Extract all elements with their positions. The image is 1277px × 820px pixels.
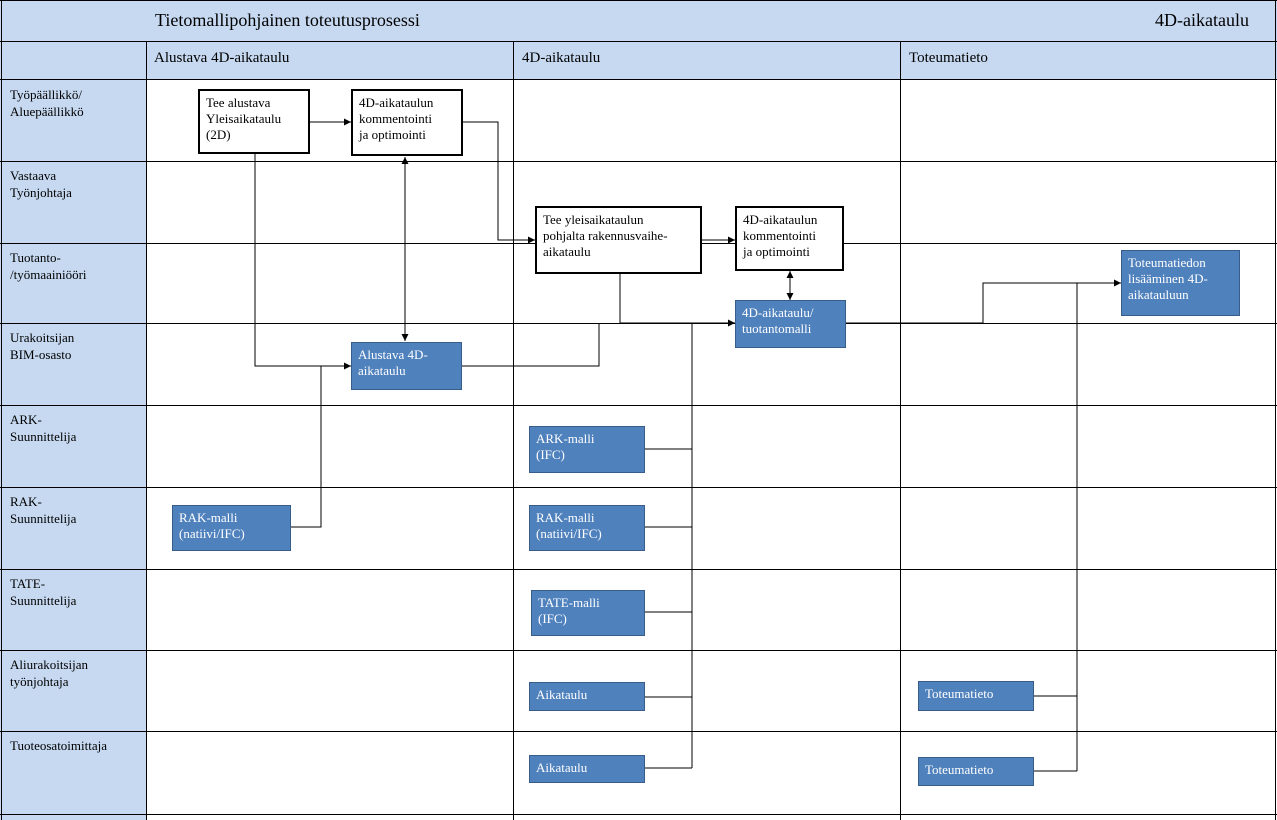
lane-label: ARK- Suunnittelija <box>0 405 146 487</box>
grid-line <box>1275 0 1276 820</box>
task-box-alustava-4d: Alustava 4D- aikataulu <box>351 342 462 390</box>
lane-label: RAK- Suunnittelija <box>0 487 146 569</box>
task-box-rak-malli-1: RAK-malli (natiivi/IFC) <box>172 505 291 551</box>
task-box-ark-malli: ARK-malli (IFC) <box>529 426 645 473</box>
phase-header-alustava: Alustava 4D-aikataulu <box>154 50 290 66</box>
phase-header-4d: 4D-aikataulu <box>522 50 601 66</box>
grid-line <box>146 41 147 820</box>
title-bar <box>0 0 1277 41</box>
process-box-kommentointi-1: 4D-aikataulun kommentointi ja optimointi <box>351 89 463 156</box>
grid-line <box>900 41 901 820</box>
lane-label: Tuoteosatoimittaja <box>0 731 146 820</box>
phase-header-toteumatieto: Toteumatieto <box>909 50 988 66</box>
task-box-toteumatieto-2: Toteumatieto <box>918 757 1034 786</box>
grid-line <box>0 569 1277 570</box>
grid-line <box>1 0 2 820</box>
grid-line <box>0 79 1277 80</box>
grid-line <box>0 487 1277 488</box>
task-box-tuotantomalli: 4D-aikataulu/ tuotantomalli <box>735 300 846 348</box>
lane-label: Urakoitsijan BIM-osasto <box>0 323 146 405</box>
task-box-aikataulu-1: Aikataulu <box>529 682 645 711</box>
lane-label: Vastaava Työnjohtaja <box>0 161 146 243</box>
grid-line <box>0 405 1277 406</box>
process-box-kommentointi-2: 4D-aikataulun kommentointi ja optimointi <box>735 206 844 271</box>
task-box-tate-malli: TATE-malli (IFC) <box>531 590 645 636</box>
lane-label: Tuotanto- /työmaainiööri <box>0 243 146 323</box>
lane-label: Aliurakoitsijan työnjohtaja <box>0 650 146 731</box>
lane-label: TATE- Suunnittelija <box>0 569 146 650</box>
grid-line <box>0 731 1277 732</box>
task-box-toteumatieto-1: Toteumatieto <box>918 681 1034 711</box>
grid-line <box>0 814 1277 815</box>
grid-line <box>0 161 1277 162</box>
diagram-title: Tietomallipohjainen toteutusprosessi <box>155 10 420 30</box>
task-box-aikataulu-2: Aikataulu <box>529 755 645 783</box>
lane-label: Työpäällikkö/ Aluepäällikkö <box>0 80 146 161</box>
task-box-toteumatiedon-lisaaminen: Toteumatiedon lisääminen 4D- aikatauluun <box>1121 250 1240 316</box>
process-box-tee-yleisaikataulun: Tee yleisaikataulun pohjalta rakennusvai… <box>535 206 702 274</box>
diagram-right-label: 4D-aikataulu <box>1155 10 1249 30</box>
grid-line <box>0 650 1277 651</box>
grid-line <box>0 0 1277 1</box>
process-box-tee-alustava: Tee alustava Yleisaikataulu (2D) <box>198 89 310 154</box>
phase-header-row <box>0 41 1277 79</box>
grid-line <box>513 41 514 820</box>
grid-line <box>0 41 1277 42</box>
task-box-rak-malli-2: RAK-malli (natiivi/IFC) <box>529 505 645 551</box>
